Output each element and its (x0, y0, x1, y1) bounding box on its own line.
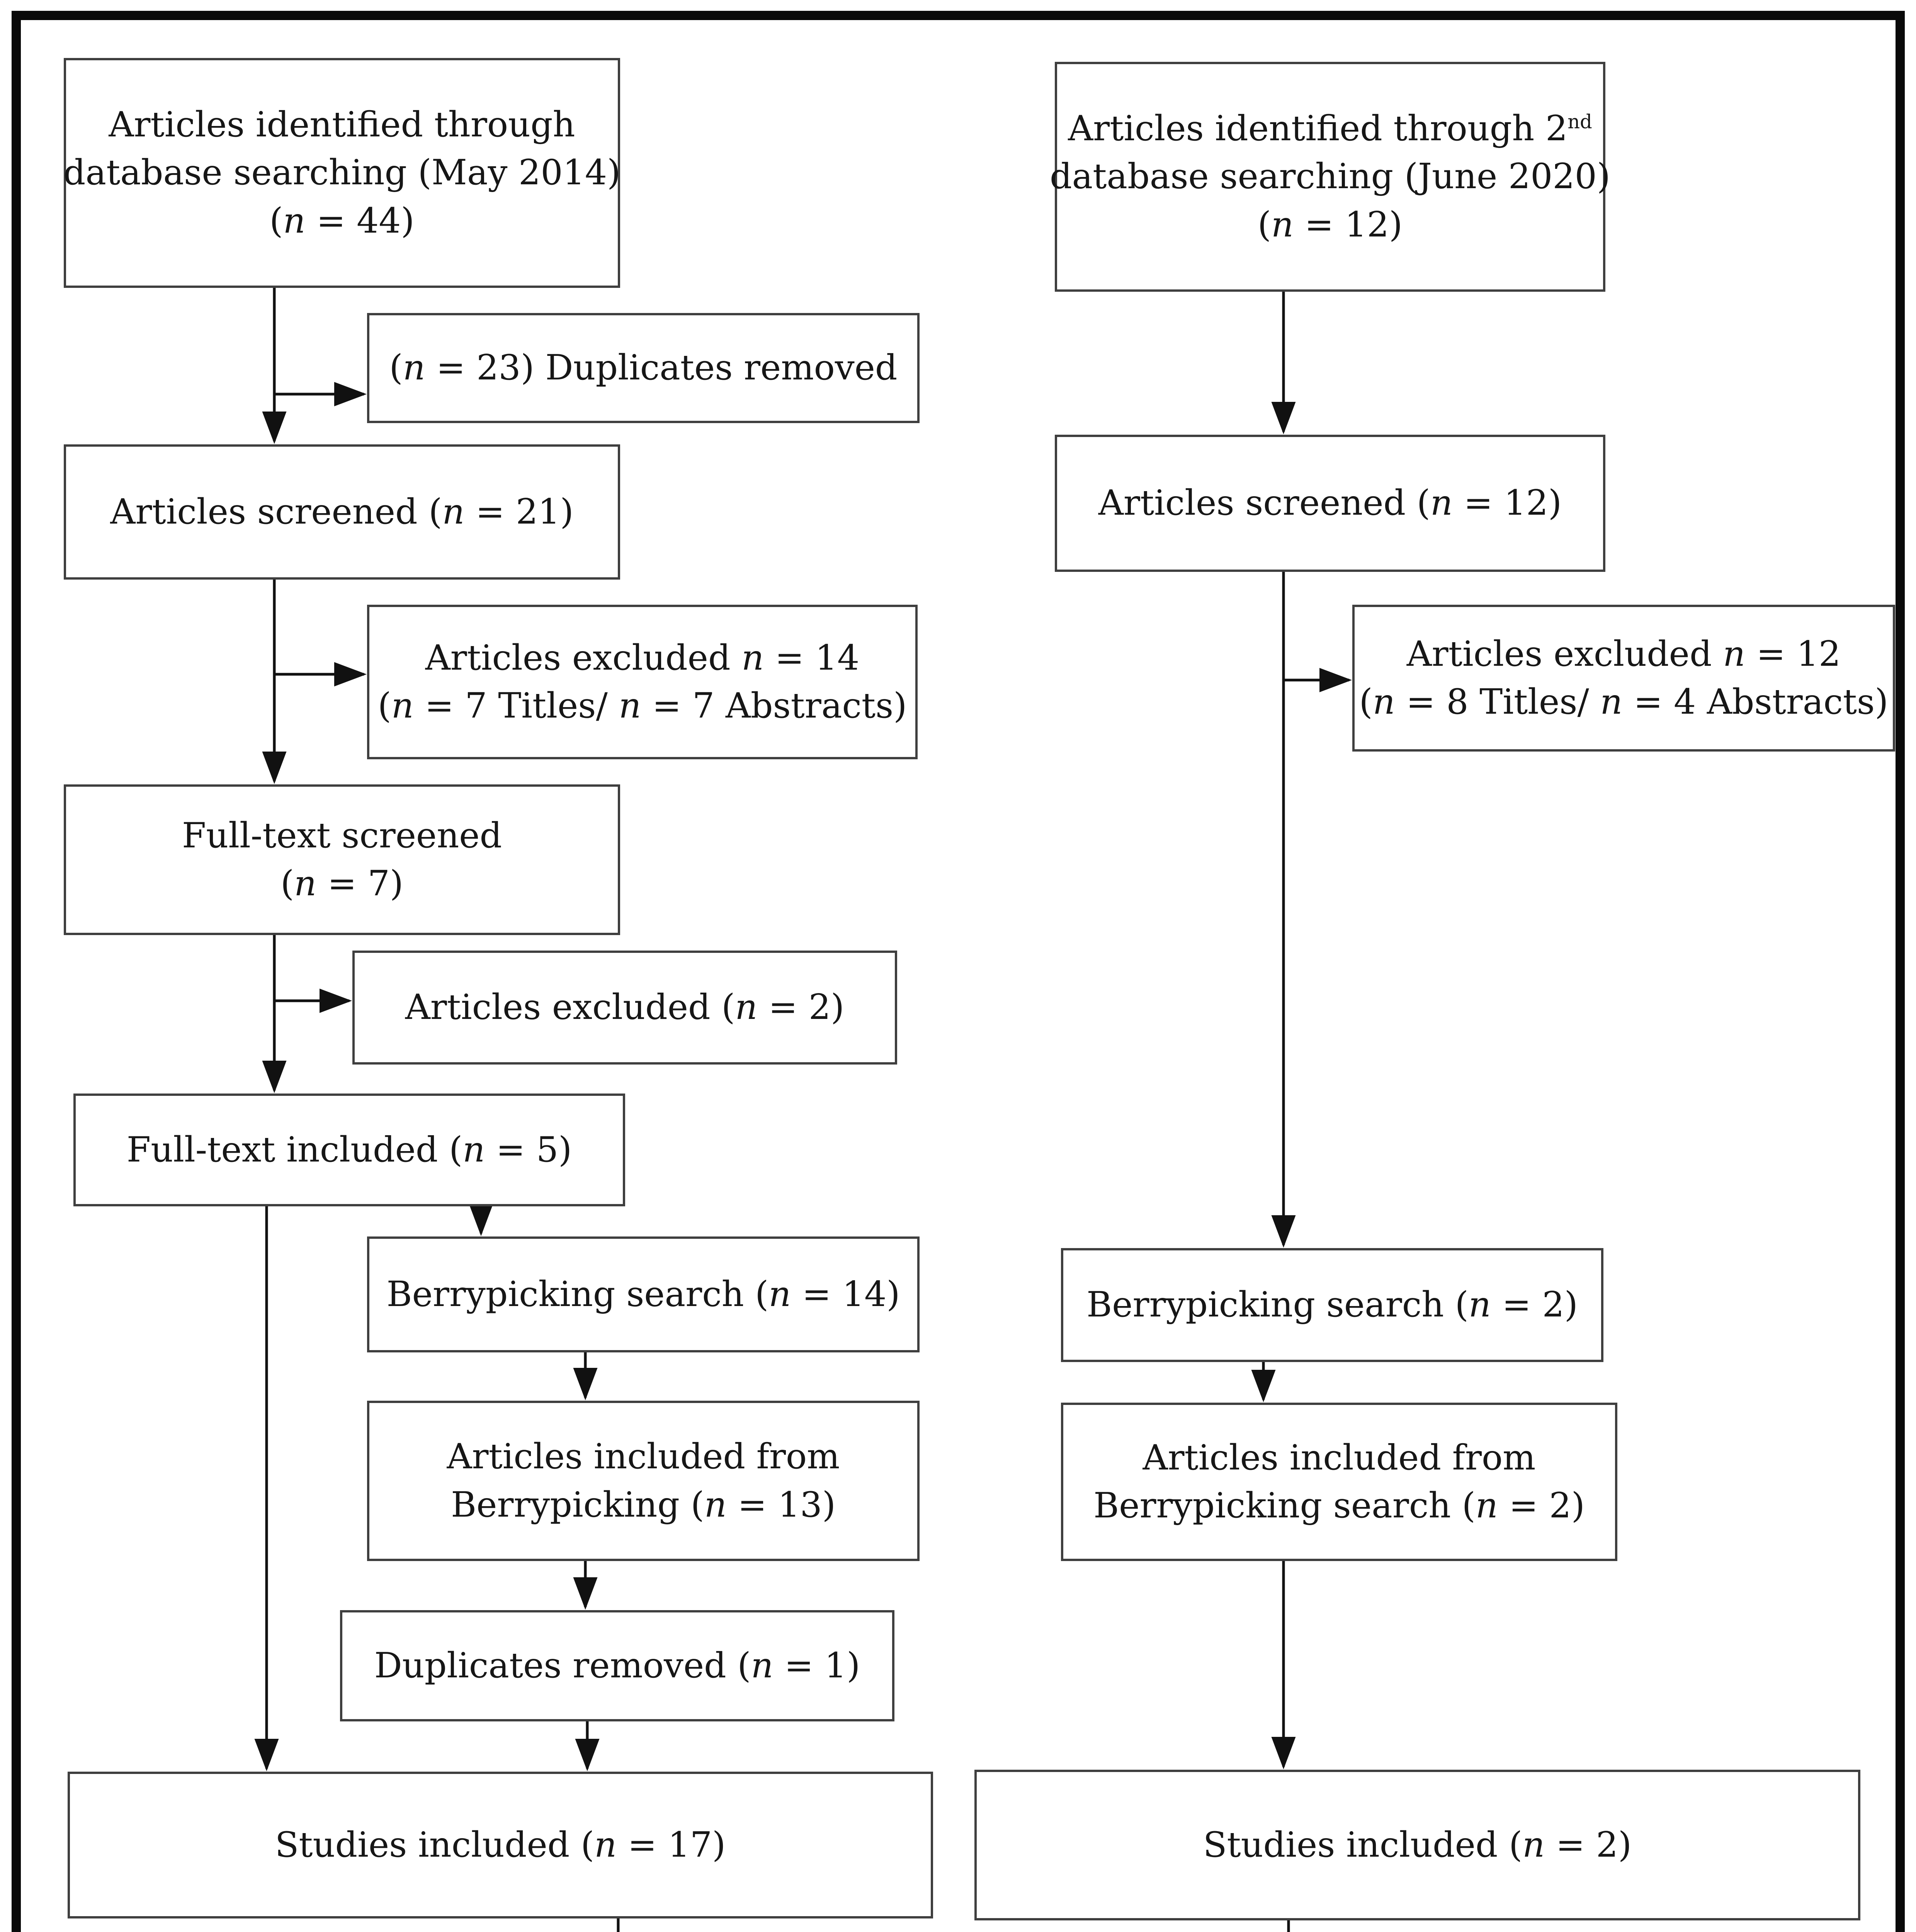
box-duplicates-removed-left: (n = 23) Duplicates removed (367, 313, 920, 423)
box-studies-included-left: Studies included (n = 17) (68, 1772, 933, 1918)
box-berrypicking-search-right: Berrypicking search (n = 2) (1061, 1248, 1603, 1362)
box-articles-excluded-fulltext-left: Articles excluded (n = 2) (352, 951, 897, 1065)
box-line: Full-text screened (182, 815, 502, 856)
box-line: (n = 8 Titles/ n = 4 Abstracts) (1359, 682, 1889, 722)
box-line: Articles excluded n = 14 (425, 637, 860, 678)
outer-frame (12, 11, 1905, 1932)
box-articles-identified-right: Articles identified through 2nd database… (1050, 62, 1610, 292)
box-line: Articles included from (447, 1436, 840, 1477)
box-berry-duplicates-removed-left: Duplicates removed (n = 1) (340, 1610, 894, 1721)
box-studies-included-right: Studies included (n = 2) (974, 1770, 1860, 1920)
box-line: Berrypicking (n = 13) (451, 1484, 836, 1525)
box-line: (n = 7 Titles/ n = 7 Abstracts) (377, 685, 907, 726)
box-line: (n = 44) (269, 200, 415, 241)
box-berrypicking-search-left: Berrypicking search (n = 14) (367, 1236, 920, 1352)
box-line: (n = 12) (1257, 204, 1403, 245)
box-line: (n = 7) (280, 863, 404, 904)
box-line: Berrypicking search (n = 2) (1086, 1284, 1578, 1325)
box-line: Duplicates removed (n = 1) (374, 1645, 860, 1686)
box-articles-excluded-screening-right: Articles excluded n = 12 (n = 8 Titles/ … (1352, 605, 1895, 752)
box-line: Articles excluded n = 12 (1406, 633, 1841, 674)
box-line: Articles included from (1142, 1437, 1536, 1478)
box-line: Studies included (n = 17) (275, 1824, 726, 1865)
box-line: Articles screened (n = 12) (1098, 483, 1562, 524)
box-line: Studies included (n = 2) (1203, 1824, 1632, 1865)
box-line: Articles excluded (n = 2) (405, 987, 845, 1028)
box-articles-screened-right: Articles screened (n = 12) (1055, 435, 1605, 572)
box-line: Articles identified through (109, 104, 575, 145)
box-articles-screened-left: Articles screened (n = 21) (64, 444, 620, 580)
box-line: (n = 23) Duplicates removed (389, 347, 898, 388)
box-line: database searching (May 2014) (63, 152, 621, 193)
box-line: database searching (June 2020) (1049, 156, 1611, 197)
box-line: Articles screened (n = 21) (110, 491, 574, 532)
box-line: Articles identified through 2nd (1068, 108, 1592, 149)
box-line: Berrypicking search (n = 14) (386, 1274, 900, 1315)
box-line: Full-text included (n = 5) (126, 1129, 572, 1170)
box-fulltext-included-left: Full-text included (n = 5) (73, 1094, 625, 1206)
box-articles-excluded-screening-left: Articles excluded n = 14 (n = 7 Titles/ … (367, 605, 918, 759)
box-line: Berrypicking search (n = 2) (1093, 1485, 1585, 1526)
box-berrypicking-included-right: Articles included from Berrypicking sear… (1061, 1403, 1617, 1561)
box-fulltext-screened-left: Full-text screened (n = 7) (64, 784, 620, 935)
box-berrypicking-included-left: Articles included from Berrypicking (n =… (367, 1401, 920, 1561)
box-articles-identified-left: Articles identified through database sea… (63, 58, 621, 288)
